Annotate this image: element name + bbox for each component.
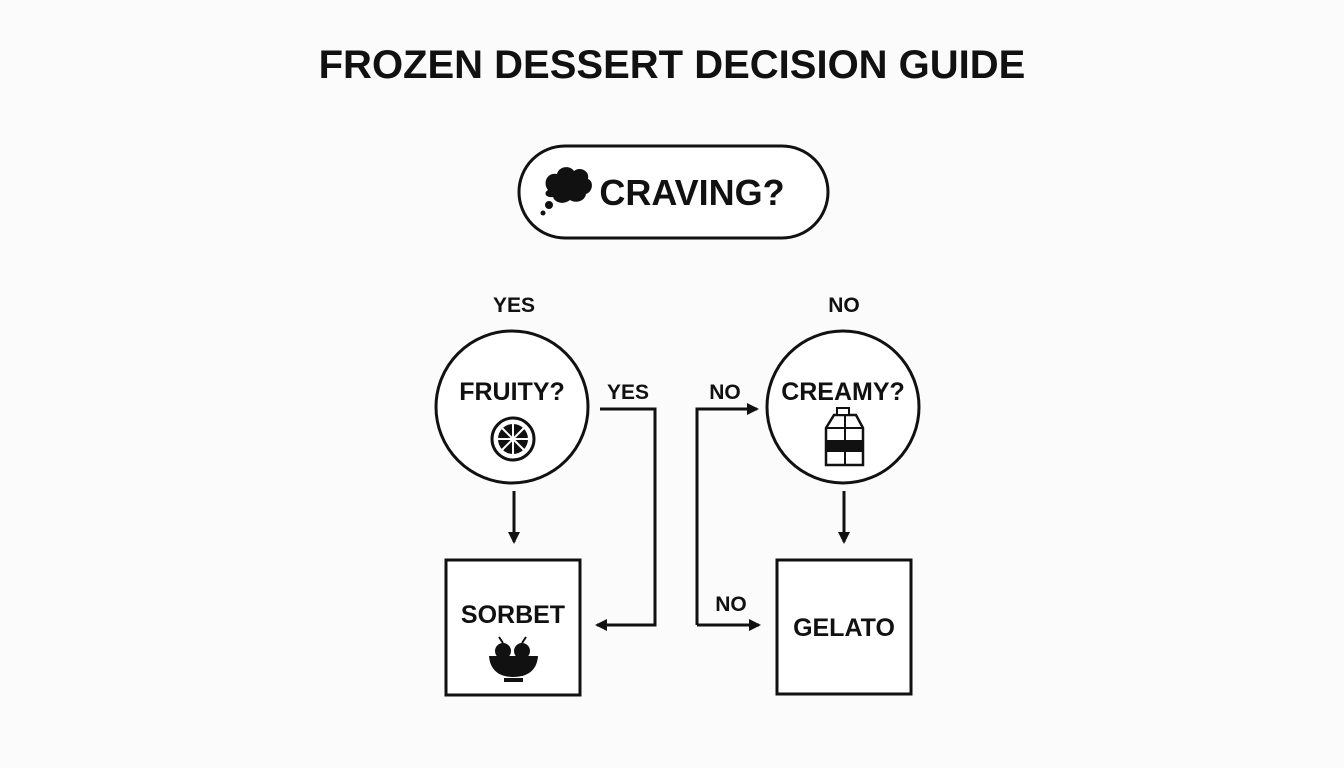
node-sorbet: SORBET	[444, 558, 582, 697]
edge-label-fruity-yes: YES	[607, 381, 649, 404]
fruit-bowl-icon	[489, 636, 538, 682]
edge-label-to-gelato-no: NO	[715, 593, 747, 616]
node-start-label: CRAVING?	[599, 172, 784, 213]
edge-fruity-yes-to-sorbet	[595, 407, 657, 631]
node-sorbet-label: SORBET	[461, 601, 565, 629]
diagram-title: FROZEN DESSERT DECISION GUIDE	[319, 43, 1026, 87]
citrus-slice-icon	[490, 416, 536, 462]
node-creamy-label: CREAMY?	[781, 378, 905, 406]
milk-carton-icon	[824, 407, 865, 467]
node-creamy: CREAMY?	[765, 329, 921, 485]
thought-bubble-icon	[540, 167, 592, 216]
node-start: CRAVING?	[517, 144, 830, 240]
node-gelato-label: GELATO	[793, 614, 895, 642]
node-fruity: FRUITY?	[434, 329, 590, 485]
edge-label-start-yes: YES	[493, 294, 535, 317]
node-gelato: GELATO	[775, 558, 913, 696]
edge-label-start-no: NO	[828, 294, 860, 317]
edge-label-fruity-no: NO	[709, 381, 741, 404]
node-fruity-label: FRUITY?	[459, 378, 565, 406]
edge-no-to-creamy	[695, 403, 759, 625]
